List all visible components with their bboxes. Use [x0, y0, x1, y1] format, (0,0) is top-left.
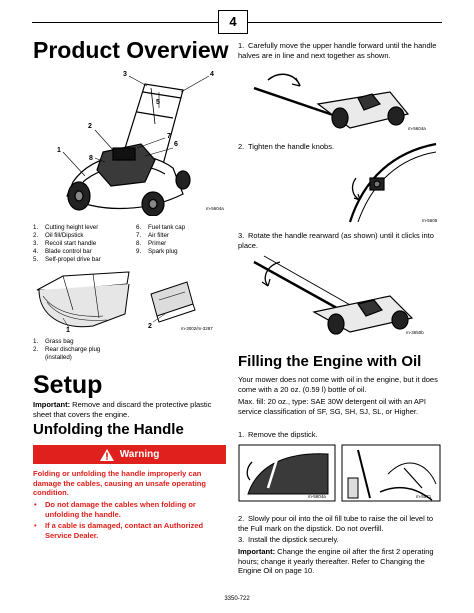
oil-para-2: Max. fill: 20 oz., type: SAE 30W deterge… — [238, 397, 427, 416]
unfolding-title: Unfolding the Handle — [33, 421, 184, 438]
fig6a-code: m-5604a — [308, 494, 326, 499]
oil-title: Filling the Engine with Oil — [238, 353, 422, 370]
list-item: 1.Cutting height lever — [33, 224, 99, 231]
fig2-legend: 1.Grass bag 2.Rear discharge plug (insta… — [33, 338, 223, 362]
list-item: 6.Fuel tank cap — [136, 224, 186, 231]
parts-list-right: 6.Fuel tank cap 7.Air filter 8.Primer 9.… — [136, 224, 226, 256]
product-overview-title: Product Overview — [33, 37, 229, 63]
handle-forward-figure: m-5604a — [253, 73, 426, 131]
warning-text: Folding or unfolding the handle improper… — [33, 469, 206, 498]
warning-bullets: •Do not damage the cables when folding o… — [33, 500, 225, 542]
step-2: 2.Tighten the handle knobs. — [238, 142, 335, 151]
list-item: 3.Recoil start handle — [33, 240, 97, 247]
setup-important: Important: Remove and discard the protec… — [33, 400, 212, 419]
parts-list-left: 1.Cutting height lever 2.Oil fill/Dipsti… — [33, 224, 125, 264]
oil-step-3: 3.Install the dipstick securely. — [238, 535, 339, 544]
page-number: 4 — [218, 10, 248, 34]
callout-8: 8 — [89, 155, 93, 162]
list-item: 7.Air filter — [136, 232, 169, 239]
warning-banner: Warning — [33, 445, 226, 464]
setup-title: Setup — [33, 371, 103, 399]
list-item: •If a cable is damaged, contact an Autho… — [34, 521, 204, 540]
oil-para-1: Your mower does not come with oil in the… — [238, 375, 438, 394]
callout-2: 2 — [88, 123, 92, 130]
callout-7: 7 — [167, 133, 171, 140]
list-item: 8.Primer — [136, 240, 167, 247]
callout-4: 4 — [210, 71, 214, 78]
fig1-code: m-5604a — [206, 206, 224, 211]
callout-1: 1 — [57, 147, 61, 154]
dipstick-figure: m-5604a m-5571 — [238, 444, 441, 502]
list-item: 4.Blade control bar — [33, 248, 92, 255]
list-item: 1.Grass bag — [33, 338, 74, 345]
list-item: •Do not damage the cables when folding o… — [34, 500, 196, 519]
fig2-code: m-3002/m-3287 — [181, 326, 213, 331]
callout-1: 1 — [66, 327, 70, 334]
callout-3: 3 — [123, 71, 127, 78]
oil-important: Important: Change the engine oil after t… — [238, 547, 434, 576]
handle-rearward-figure: m-3650b — [253, 255, 424, 335]
oil-step-2: 2.Slowly pour oil into the oil fill tube… — [238, 514, 434, 533]
callout-2: 2 — [148, 323, 152, 330]
mower-overview-figure: 1 2 3 4 5 6 7 8 m-5604a — [57, 71, 224, 216]
step-3: 3.Rotate the handle rearward (as shown) … — [238, 231, 434, 250]
oil-step-1: 1.Remove the dipstick. — [238, 430, 318, 439]
list-item: 2.Oil fill/Dipstick — [33, 232, 84, 239]
list-item: 5.Self-propel drive bar — [33, 256, 101, 263]
list-item: 2.Rear discharge plug (installed) — [33, 346, 101, 361]
callout-5: 5 — [156, 99, 160, 106]
grass-bag-figure: 1 2 m-3002/m-3287 — [36, 271, 213, 334]
fig5-code: m-3650b — [406, 330, 424, 335]
fig4-code: m-5605 — [422, 218, 438, 223]
fig3-code: m-5604a — [408, 126, 426, 131]
warning-label: Warning — [119, 449, 160, 460]
callout-6: 6 — [174, 141, 178, 148]
footer-doc-number: 3350-722 — [224, 596, 250, 602]
warning-triangle-icon — [99, 448, 114, 461]
handle-knob-figure: m-5605 — [348, 142, 438, 223]
fig6b-code: m-5571 — [416, 494, 432, 499]
list-item: 9.Spark plug — [136, 248, 178, 255]
step-1: 1.Carefully move the upper handle forwar… — [238, 41, 437, 60]
